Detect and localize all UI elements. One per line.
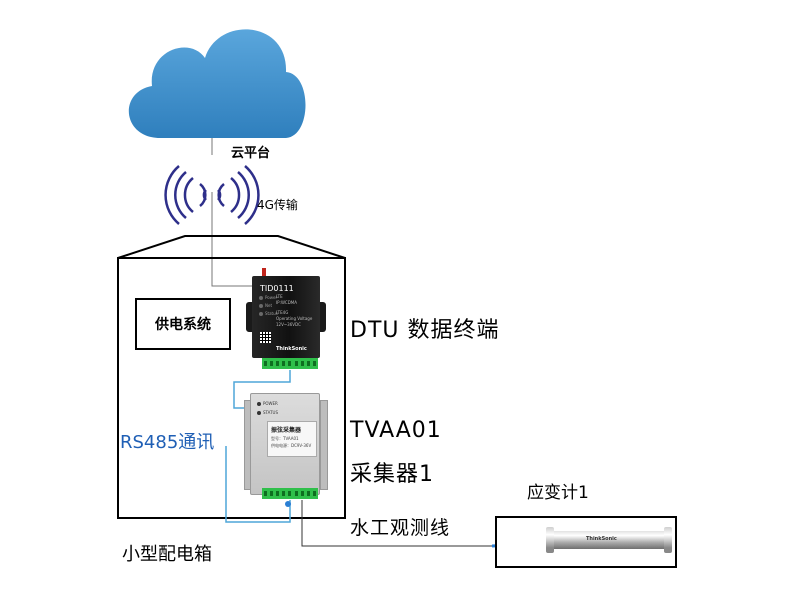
- cloud-platform-label: 云平台: [231, 146, 271, 161]
- collector-model-label: TVAA01: [350, 418, 442, 443]
- power-system-label: 供电系统: [155, 317, 211, 333]
- dtu-terminal-block: [262, 358, 318, 369]
- collector-mount-right: [320, 400, 328, 490]
- cable-gland-icon: [285, 501, 291, 507]
- collector-power-led: [257, 402, 261, 406]
- dtu-caption: DTU 数据终端: [350, 318, 500, 343]
- enclosure-outline: [117, 235, 346, 519]
- dtu-net-led: [259, 304, 263, 308]
- dtu-spec-line: IP:WCDMA: [276, 300, 297, 305]
- antenna-icon: [262, 268, 266, 280]
- dtu-device-title: TID0111: [260, 284, 294, 293]
- strain-gauge-flange-left: [546, 527, 554, 553]
- transmission-label: 4G传输: [257, 198, 298, 212]
- enclosure-label: 小型配电箱: [122, 544, 212, 565]
- dtu-power-led: [259, 296, 263, 300]
- rs485-label: RS485通讯: [120, 432, 215, 453]
- collector-label-panel: 振弦采集器 型号：TVAA01 供电电源：DC9V-36V: [267, 421, 317, 457]
- dtu-mount-left: [246, 302, 256, 332]
- collector-status-led: [257, 411, 261, 415]
- collector-terminal-block: [262, 488, 318, 499]
- dtu-spec-line: LTE: [276, 294, 283, 299]
- dtu-led-label: Status: [265, 311, 278, 316]
- strain-gauge-flange-right: [664, 527, 672, 553]
- collector-led-label: POWER: [263, 401, 278, 406]
- strain-gauge-marking: ThinkSonic: [586, 536, 617, 542]
- cable-label: 水工观测线: [350, 517, 451, 539]
- dtu-spec-line: Operating Voltage: [276, 316, 313, 321]
- wireless-signal-icon: [164, 165, 260, 225]
- dtu-device: TID0111 Power Net Status LTE IP:WCDMA LT…: [252, 276, 320, 358]
- collector-device: POWER STATUS 振弦采集器 型号：TVAA01 供电电源：DC9V-3…: [250, 393, 320, 495]
- collector-panel-line: 供电电源：DC9V-36V: [271, 443, 312, 448]
- sensor-cable-line: [301, 500, 492, 547]
- dtu-spec-line: LTE4G: [276, 310, 289, 315]
- antenna-line: [211, 192, 264, 287]
- power-system-box: 供电系统: [135, 298, 231, 350]
- rs485-upper-wire: [233, 370, 291, 409]
- dtu-mount-right: [316, 302, 326, 332]
- dtu-status-led: [259, 312, 263, 316]
- collector-led-label: STATUS: [263, 410, 279, 415]
- strain-gauge-body: [550, 531, 668, 549]
- collector-panel-title: 振弦采集器: [271, 427, 302, 434]
- rs485-lower-wire: [225, 446, 291, 523]
- dtu-brand: ThinkSonic: [276, 346, 307, 352]
- cloud-icon: [128, 29, 306, 138]
- strain-gauge-label: 应变计1: [527, 483, 589, 503]
- dtu-spec-line: 12V~36VDC: [276, 322, 301, 327]
- dtu-led-label: Net: [265, 303, 273, 308]
- collector-panel-line: 型号：TVAA01: [271, 436, 299, 441]
- qr-code-icon: [260, 332, 271, 343]
- collector-name-label: 采集器1: [350, 462, 434, 487]
- dtu-led-label: Power: [265, 295, 278, 300]
